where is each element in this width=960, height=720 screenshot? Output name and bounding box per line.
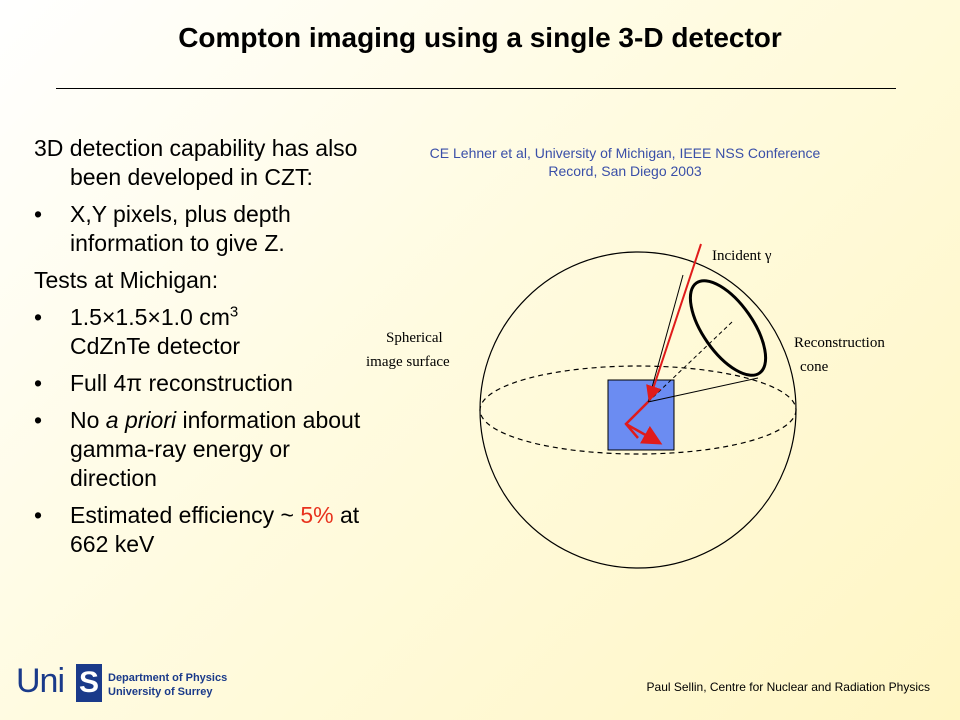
logo-department: Department of Physics bbox=[108, 672, 228, 684]
bullet-text: Full 4 bbox=[70, 370, 127, 396]
reconstruction-cone-ellipse bbox=[688, 279, 768, 377]
compton-diagram: Incident γ Spherical image surface Recon… bbox=[366, 243, 885, 569]
bullet-detector-size: • 1.5×1.5×1.0 cm3 CdZnTe detector bbox=[34, 303, 364, 361]
title-divider bbox=[56, 88, 896, 89]
bullet-efficiency: • Estimated efficiency ~ 5% at 662 keV bbox=[34, 501, 364, 559]
university-logo: Uni S Department of Physics University o… bbox=[16, 662, 236, 704]
bullet-text: X,Y pixels, plus depth information to gi… bbox=[70, 201, 291, 256]
intro-paragraph: 3D detection capability has also been de… bbox=[34, 135, 358, 190]
dim-b: 1.5 bbox=[115, 304, 148, 330]
citation-line-2: Record, San Diego 2003 bbox=[548, 163, 702, 179]
bullet-dot: • bbox=[34, 201, 43, 227]
bullet-text: No bbox=[70, 407, 106, 433]
times-sign: × bbox=[101, 304, 116, 330]
incident-gamma-ray bbox=[646, 243, 702, 402]
logo-s-block: S bbox=[76, 664, 102, 702]
cube-superscript: 3 bbox=[229, 303, 239, 321]
logo-university: University of Surrey bbox=[108, 686, 213, 698]
efficiency-value: 5% bbox=[300, 502, 334, 528]
bullet-dot: • bbox=[34, 370, 43, 396]
logo-uni-text: Uni bbox=[16, 662, 65, 700]
incident-label: Incident γ bbox=[712, 248, 772, 264]
times-sign: × bbox=[147, 304, 161, 330]
citation: CE Lehner et al, University of Michigan,… bbox=[380, 144, 870, 180]
a-priori-italic: a priori bbox=[105, 407, 177, 433]
bullet-no-a-priori: • No a priori information about gamma-ra… bbox=[34, 406, 364, 493]
cone-axis bbox=[647, 321, 733, 403]
cone-line-lower bbox=[647, 377, 759, 403]
reconstruction-label-2: cone bbox=[800, 359, 829, 375]
dim-c: 1.0 cm bbox=[160, 304, 230, 330]
scatter-arrow bbox=[625, 422, 663, 445]
cone-line-upper bbox=[647, 274, 684, 403]
tests-paragraph: Tests at Michigan: bbox=[34, 267, 219, 293]
bullet-text: Estimated efficiency ~ bbox=[70, 502, 301, 528]
bullet-text: reconstruction bbox=[142, 370, 293, 396]
detector-material: CdZnTe detector bbox=[70, 333, 241, 359]
bullet-full-reconstruction: • Full 4π reconstruction bbox=[34, 369, 364, 398]
spherical-label-2: image surface bbox=[366, 354, 450, 370]
bullet-dot: • bbox=[34, 407, 43, 433]
left-text-column: 3D detection capability has also been de… bbox=[34, 134, 364, 567]
dim-a: 1.5 bbox=[70, 304, 102, 330]
spherical-label-1: Spherical bbox=[386, 330, 443, 346]
footer-credit: Paul Sellin, Centre for Nuclear and Radi… bbox=[646, 680, 930, 694]
bullet-dot: • bbox=[34, 304, 43, 330]
bullet-xy-pixels: • X,Y pixels, plus depth information to … bbox=[34, 200, 364, 258]
bullet-text: information about gamma-ray energy or di… bbox=[70, 407, 361, 491]
bullet-dot: • bbox=[34, 502, 43, 528]
pi-symbol: π bbox=[126, 370, 143, 396]
slide-title: Compton imaging using a single 3-D detec… bbox=[178, 22, 782, 53]
reconstruction-label-1: Reconstruction bbox=[794, 335, 885, 351]
czt-detector bbox=[607, 379, 675, 451]
citation-line-1: CE Lehner et al, University of Michigan,… bbox=[429, 145, 821, 161]
equator-ellipse bbox=[479, 365, 797, 455]
bullet-text: at 662 keV bbox=[70, 502, 360, 557]
